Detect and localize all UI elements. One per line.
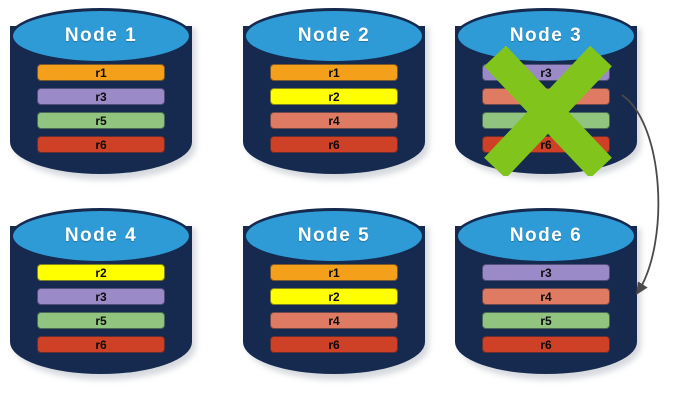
record-bar-r1[interactable]: r1 <box>270 264 398 281</box>
node-cylinder-2[interactable]: r1 r2 r4 r6 Node 2 <box>243 8 433 183</box>
node-title: Node 1 <box>64 25 138 46</box>
node-title: Node 3 <box>509 25 583 46</box>
record-bar-r2[interactable]: r2 <box>270 288 398 305</box>
record-list: r3 r4 r5 r6 <box>482 64 610 160</box>
cylinder-top-ellipse <box>10 8 192 64</box>
record-bar-r4[interactable]: r4 <box>482 88 610 105</box>
record-bar-r3[interactable]: r3 <box>37 88 165 105</box>
node-cylinder-6[interactable]: r3 r4 r5 r6 Node 6 <box>455 208 645 383</box>
record-bar-r2[interactable]: r2 <box>37 264 165 281</box>
node-cylinder-1[interactable]: r1 r3 r5 r6 Node 1 <box>10 8 200 183</box>
record-bar-r6[interactable]: r6 <box>37 336 165 353</box>
record-bar-r3[interactable]: r3 <box>37 288 165 305</box>
node-title: Node 2 <box>297 25 371 46</box>
cylinder-top-ellipse <box>243 8 425 64</box>
record-list: r3 r4 r5 r6 <box>482 264 610 360</box>
node-cylinder-4[interactable]: r2 r3 r5 r6 Node 4 <box>10 208 200 383</box>
record-bar-r4[interactable]: r4 <box>270 112 398 129</box>
record-list: r1 r3 r5 r6 <box>37 64 165 160</box>
record-bar-r6[interactable]: r6 <box>482 336 610 353</box>
record-bar-r1[interactable]: r1 <box>270 64 398 81</box>
record-bar-r5[interactable]: r5 <box>482 312 610 329</box>
record-list: r1 r2 r4 r6 <box>270 64 398 160</box>
record-bar-r6[interactable]: r6 <box>270 336 398 353</box>
cylinder-top-ellipse <box>10 208 192 264</box>
record-bar-r5[interactable]: r5 <box>482 112 610 129</box>
record-bar-r6[interactable]: r6 <box>37 136 165 153</box>
record-bar-r4[interactable]: r4 <box>482 288 610 305</box>
record-bar-r3[interactable]: r3 <box>482 64 610 81</box>
record-bar-r6[interactable]: r6 <box>270 136 398 153</box>
node-title: Node 4 <box>64 225 138 246</box>
record-bar-r4[interactable]: r4 <box>270 312 398 329</box>
node-title: Node 6 <box>509 225 583 246</box>
node-title: Node 5 <box>297 225 371 246</box>
record-bar-r3[interactable]: r3 <box>482 264 610 281</box>
cylinder-top-ellipse <box>243 208 425 264</box>
node-cylinder-5[interactable]: r1 r2 r4 r6 Node 5 <box>243 208 433 383</box>
record-bar-r5[interactable]: r5 <box>37 312 165 329</box>
record-list: r2 r3 r5 r6 <box>37 264 165 360</box>
record-bar-r1[interactable]: r1 <box>37 64 165 81</box>
record-bar-r5[interactable]: r5 <box>37 112 165 129</box>
record-bar-r2[interactable]: r2 <box>270 88 398 105</box>
record-list: r1 r2 r4 r6 <box>270 264 398 360</box>
node-cylinder-3[interactable]: r3 r4 r5 r6 Node 3 <box>455 8 645 183</box>
record-bar-r6[interactable]: r6 <box>482 136 610 153</box>
